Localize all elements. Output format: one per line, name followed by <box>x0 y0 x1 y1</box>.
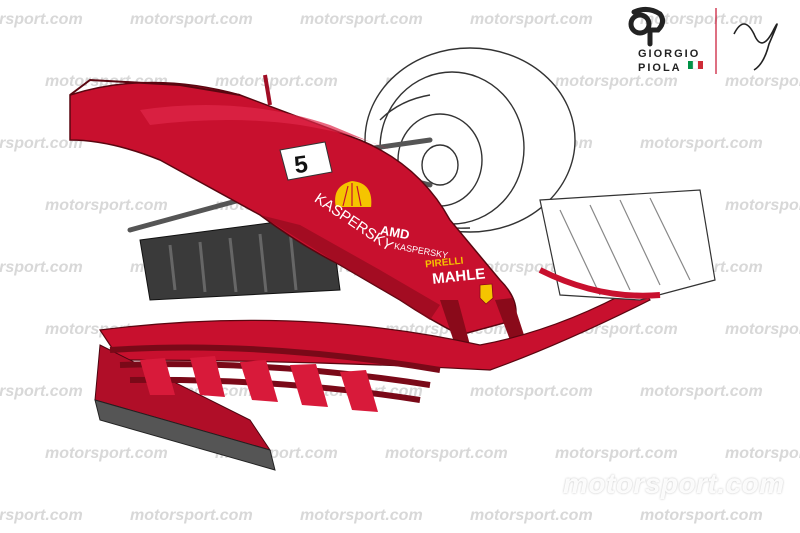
motorsport-watermark-tile: motorsport.com <box>725 321 800 338</box>
sponsor-amd: AMD <box>379 222 411 242</box>
motorsport-watermark-tile: motorsport.com <box>300 507 423 524</box>
motorsport-watermark-tile: motorsport.com <box>0 507 83 524</box>
motorsport-watermark-tile: motorsport.com <box>0 383 83 400</box>
italian-flag-red <box>698 61 703 69</box>
motorsport-watermark-tile: motorsport.com <box>470 507 593 524</box>
motorsport-watermark-tile: motorsport.com <box>470 383 593 400</box>
artist-last-name: PIOLA <box>638 62 682 74</box>
car-number: 5 <box>293 151 310 180</box>
shell-logo <box>333 178 374 209</box>
motorsport-watermark-tile: motorsport.com <box>725 197 800 214</box>
artist-credit-badge: GIORGIO PIOLA <box>604 4 794 78</box>
motorsport-watermark-tile: motorsport.com <box>640 383 763 400</box>
motorsport-watermark-tile: motorsport.com <box>0 135 83 152</box>
motorsport-watermark-tile: motorsport.com <box>130 507 253 524</box>
motorsport-watermark-tile: motorsport.com <box>45 445 168 462</box>
nose-pillars <box>440 298 525 345</box>
motorsport-watermark-large: motorsport.com <box>563 468 785 499</box>
motorsport-watermark-tile: motorsport.com <box>470 11 593 28</box>
front-wing <box>94 189 716 471</box>
motorsport-watermark-tile: motorsport.com <box>45 197 168 214</box>
motorsport-watermark-tile: motorsport.com <box>555 73 678 90</box>
motorsport-watermark-tile: motorsport.com <box>0 11 83 28</box>
motorsport-watermark-tile: motorsport.com <box>640 11 763 28</box>
sponsor-pirelli: PIRELLI <box>425 256 464 271</box>
car-number-plate: 5 <box>279 141 333 181</box>
motorsport-watermark-tile: motorsport.com <box>300 11 423 28</box>
motorsport-watermark-tile: motorsport.com <box>0 259 83 276</box>
motorsport-watermark-tile: motorsport.com <box>555 445 678 462</box>
motorsport-watermark-tile: motorsport.com <box>215 73 338 90</box>
italian-flag-green <box>688 61 693 69</box>
motorsport-watermark-tile: motorsport.com <box>130 11 253 28</box>
motorsport-watermark-tile: motorsport.com <box>725 73 800 90</box>
ferrari-shield-logo <box>479 283 494 305</box>
artist-first-name: GIORGIO <box>638 48 701 60</box>
artist-logo-mark <box>628 6 778 74</box>
italian-flag-white <box>692 60 699 70</box>
sponsor-mahle: MAHLE <box>431 265 486 287</box>
motorsport-watermark-tile: motorsport.com <box>725 445 800 462</box>
motorsport-watermark-tile: motorsport.com <box>385 445 508 462</box>
motorsport-watermark-tile: motorsport.com <box>640 135 763 152</box>
motorsport-watermark-tile: motorsport.com <box>640 507 763 524</box>
